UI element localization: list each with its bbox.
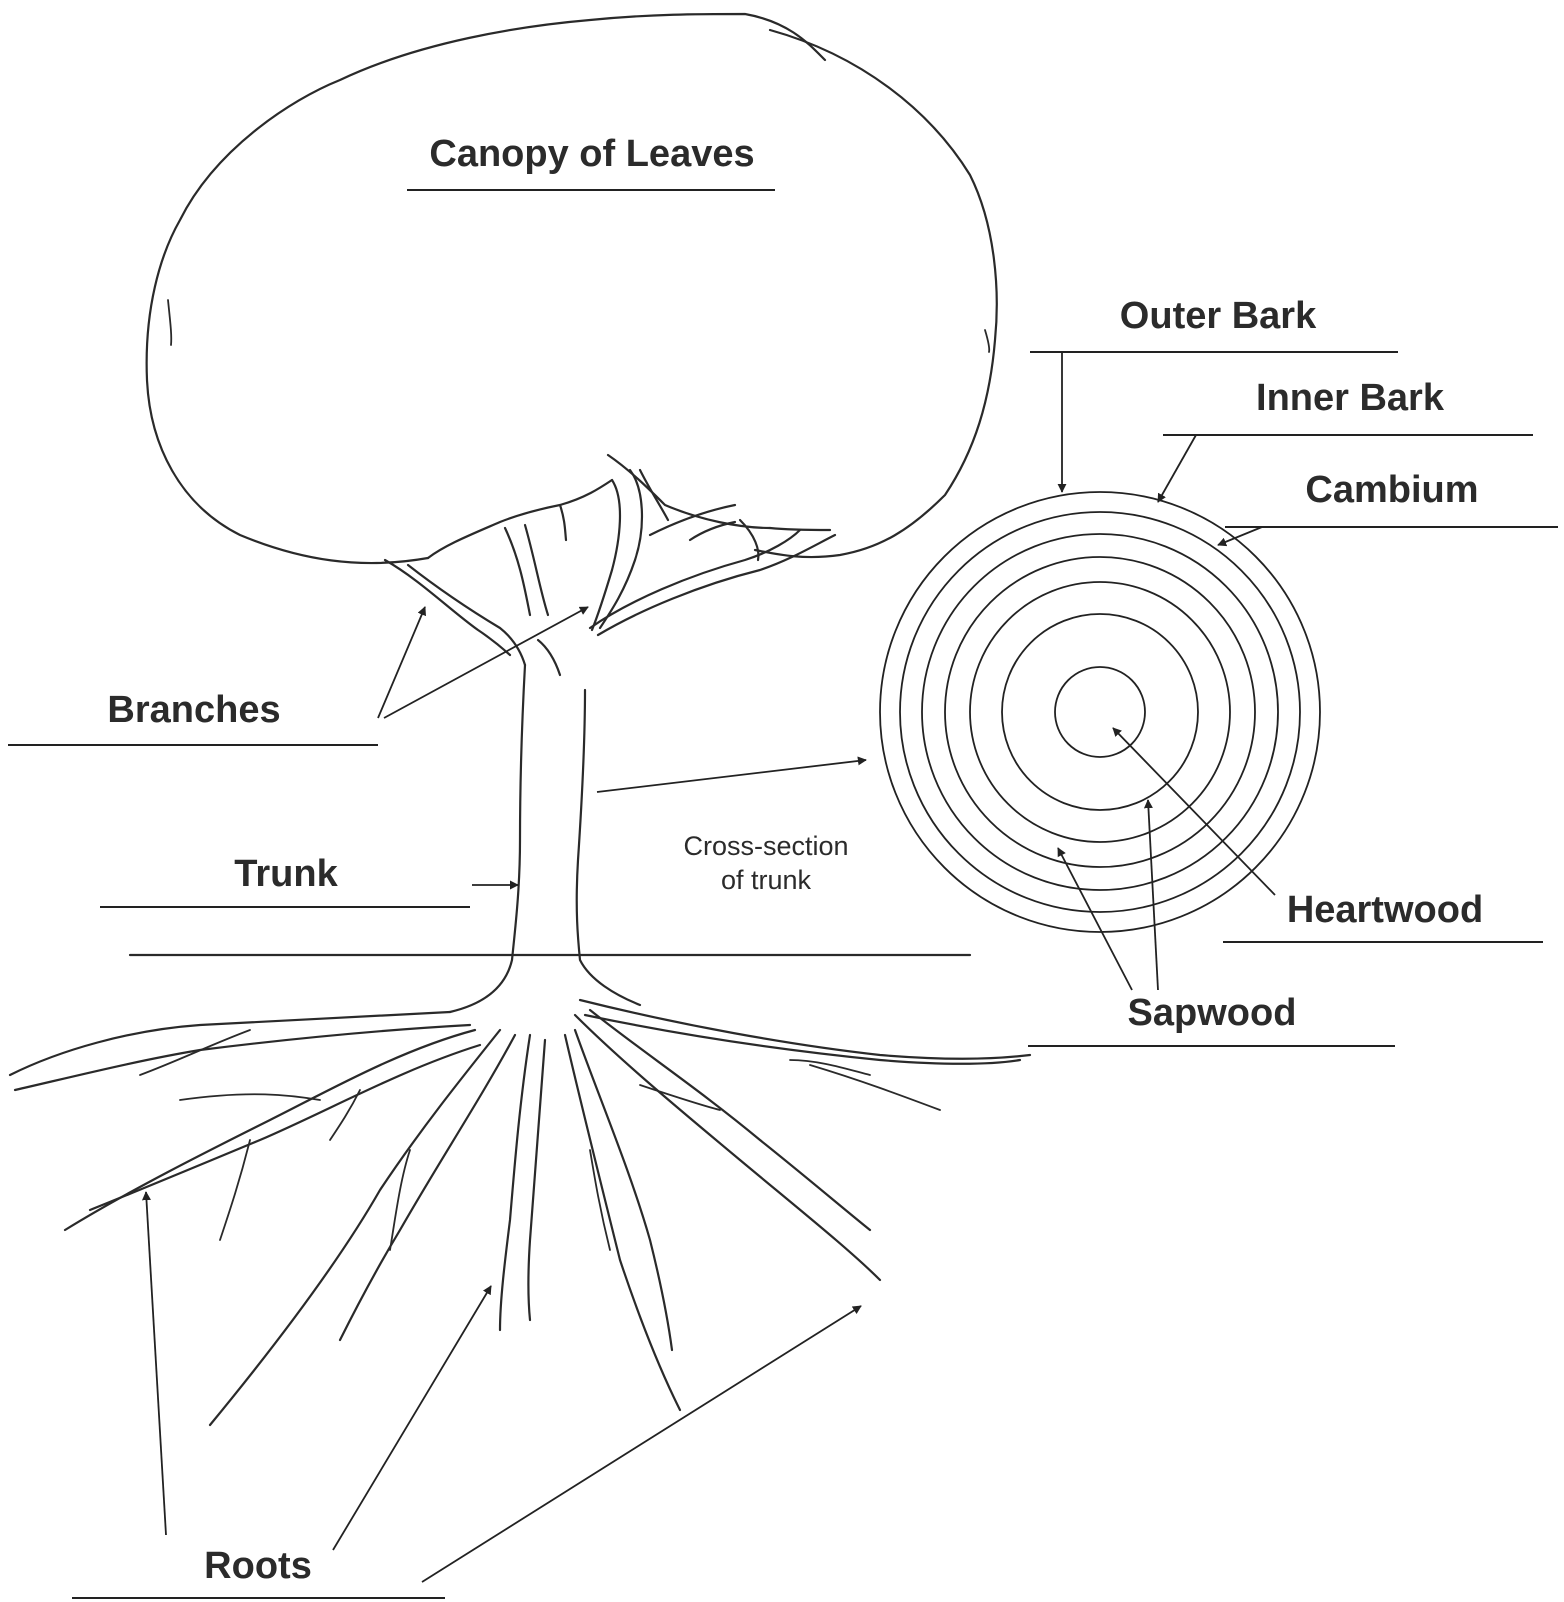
- label-trunk: Trunk: [234, 853, 338, 895]
- arrow-branches-left: [378, 607, 425, 718]
- note-cross-section-line2: of trunk: [721, 865, 812, 895]
- ring-sapwood-1: [945, 557, 1255, 867]
- arrow-heartwood: [1113, 728, 1275, 895]
- canopy-outline: [147, 14, 997, 563]
- ring-outer-bark: [880, 492, 1320, 932]
- label-cambium: Cambium: [1305, 469, 1478, 511]
- label-roots: Roots: [204, 1545, 312, 1587]
- ring-cambium: [922, 534, 1278, 890]
- arrow-roots-right: [422, 1306, 861, 1582]
- roots-drawing: [10, 1000, 1030, 1425]
- label-inner-bark: Inner Bark: [1256, 377, 1445, 419]
- ring-sapwood-2: [970, 582, 1230, 842]
- arrow-cross-section: [597, 760, 866, 792]
- branches-drawing: [385, 455, 835, 675]
- arrow-branches-right: [384, 607, 588, 718]
- label-sapwood: Sapwood: [1128, 992, 1297, 1034]
- leader-arrows: [146, 352, 1275, 1582]
- ring-sapwood-3: [1002, 614, 1198, 810]
- trunk-drawing: [450, 665, 640, 1012]
- ring-heartwood: [1055, 667, 1145, 757]
- arrow-roots-left: [146, 1192, 166, 1535]
- arrow-inner-bark: [1158, 435, 1196, 502]
- arrow-roots-middle: [333, 1286, 491, 1550]
- cross-section: [880, 492, 1320, 932]
- label-branches: Branches: [107, 689, 280, 731]
- label-outer-bark: Outer Bark: [1120, 295, 1317, 337]
- label-canopy: Canopy of Leaves: [429, 133, 754, 175]
- note-cross-section-line1: Cross-section: [683, 831, 848, 861]
- arrow-sapwood-left: [1058, 848, 1132, 990]
- label-heartwood: Heartwood: [1287, 889, 1483, 931]
- ring-inner-bark: [900, 512, 1300, 912]
